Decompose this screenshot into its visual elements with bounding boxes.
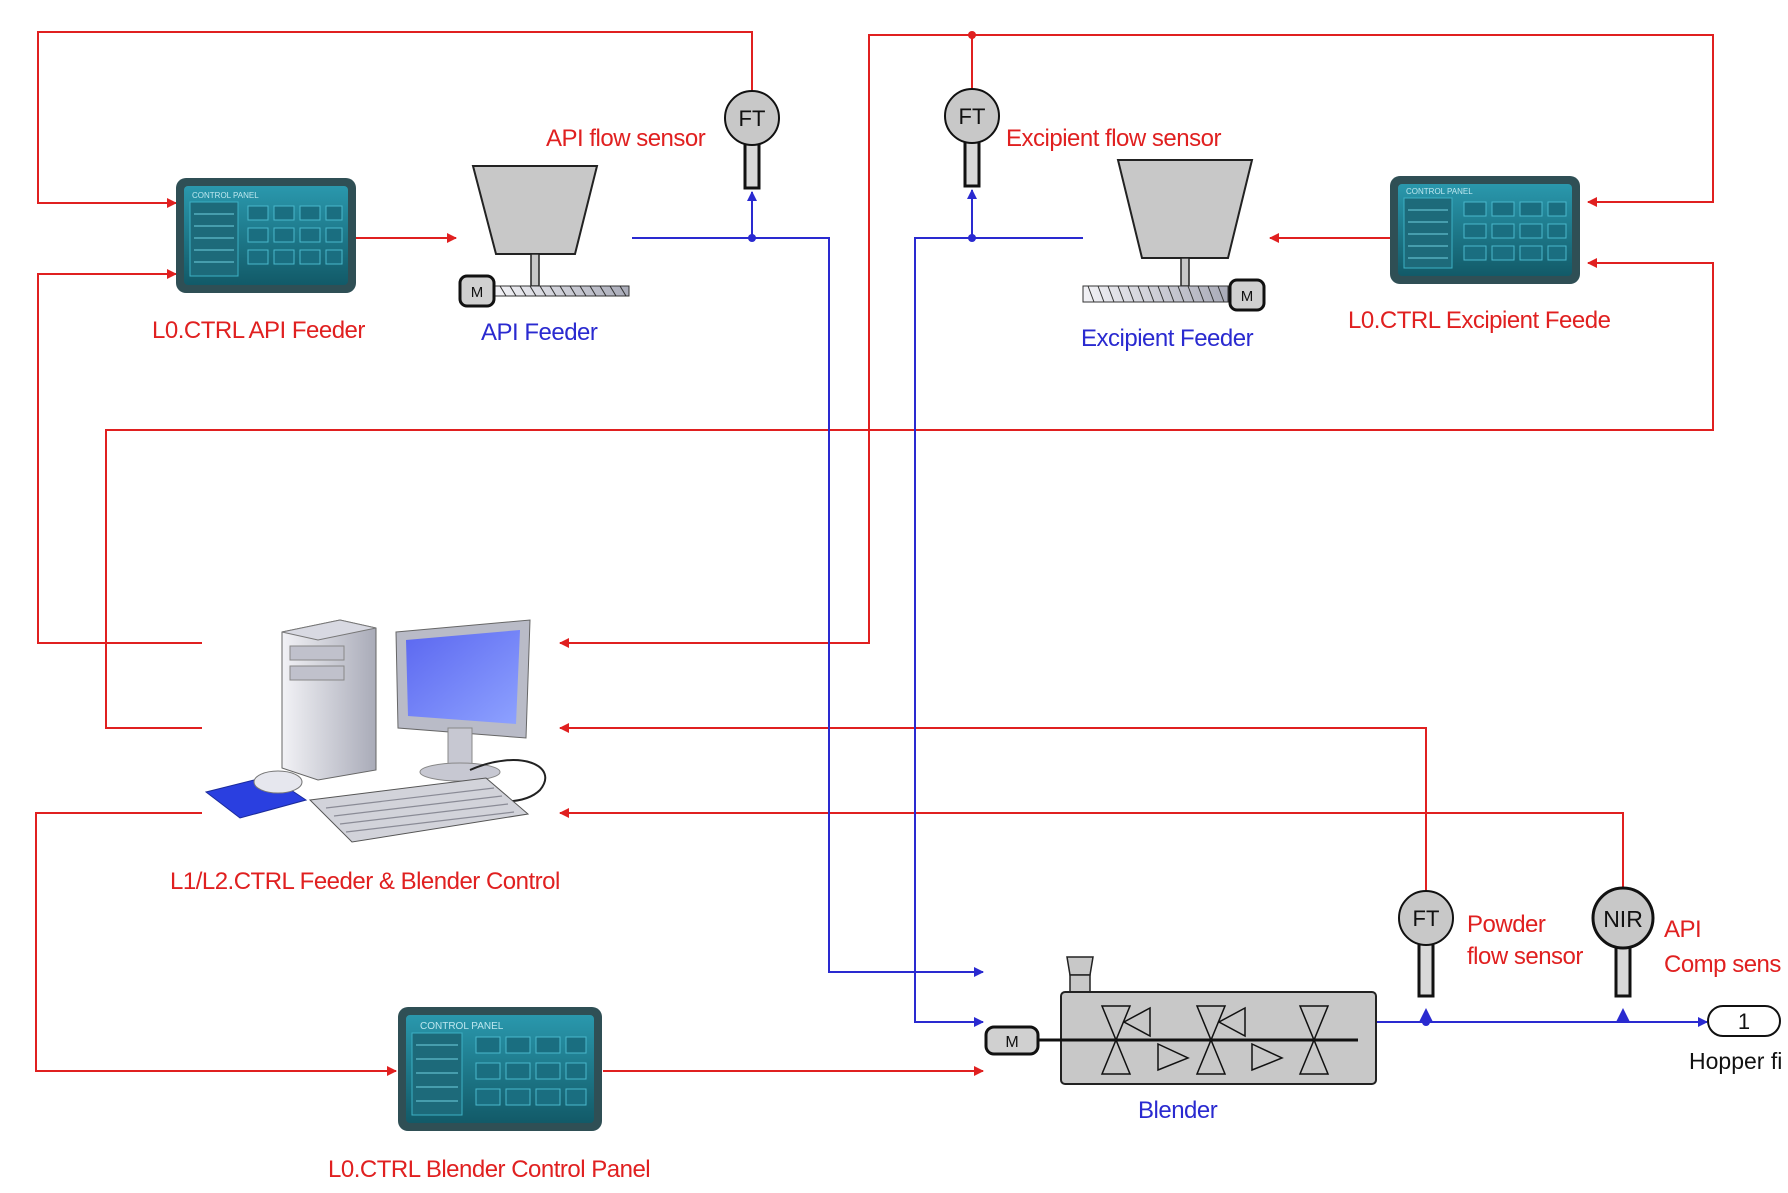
flow-transmitter-icon (944, 88, 1000, 144)
signal-supervisory-to-exc-ctrl (105, 258, 1714, 729)
label-api-feeder: API Feeder (481, 319, 598, 346)
output-port-hopper[interactable]: 1 (1707, 1005, 1781, 1037)
desktop-computer-icon (281, 619, 377, 781)
api-feeder-control-panel[interactable]: CONTROL PANEL (176, 178, 356, 293)
signal-junction-excipient (968, 31, 976, 39)
label-powder-flow-sensor-1: Powder (1467, 911, 1546, 938)
label-api-flow-sensor: API flow sensor (546, 125, 706, 152)
material-tap-powder-sensor (1419, 1008, 1433, 1022)
signal-excipient-flow-to-exc-ctrl (971, 34, 1714, 207)
motor-icon (984, 1025, 1040, 1056)
blender-inlet-icon (1066, 956, 1094, 976)
label-api-feeder-ctrl: L0.CTRL API Feeder (152, 317, 365, 344)
feeder-screw-icon (1082, 285, 1229, 303)
output-port-number: 1 (1738, 1009, 1750, 1034)
excipient-feeder[interactable]: M (1082, 159, 1266, 312)
label-api-comp-sensor-1: API (1664, 916, 1701, 943)
excipient-flow-sensor[interactable]: FT (944, 88, 1000, 188)
signal-api-flow-to-api-ctrl (37, 31, 753, 208)
flow-transmitter-icon (724, 90, 780, 146)
label-excipient-flow-sensor: Excipient flow sensor (1006, 125, 1221, 152)
label-supervisory-ctrl: L1/L2.CTRL Feeder & Blender Control (170, 868, 560, 895)
output-port-icon (1707, 1005, 1781, 1037)
feeder-hopper-icon (471, 165, 599, 255)
ft-symbol: FT (959, 104, 986, 129)
signal-powder-flow-to-supervisory (559, 723, 1427, 907)
api-composition-sensor[interactable]: NIR (1591, 886, 1655, 998)
blender[interactable]: M (984, 956, 1377, 1085)
label-excipient-feeder: Excipient Feeder (1081, 325, 1254, 352)
feeder-hopper-icon (1116, 159, 1254, 259)
motor-symbol: M (471, 284, 484, 301)
panel-header-label: CONTROL PANEL (192, 191, 259, 200)
signal-supervisory-to-api-ctrl (37, 269, 202, 644)
label-hopper: Hopper fi (1689, 1048, 1782, 1074)
motor-symbol: M (1005, 1034, 1018, 1051)
nir-symbol: NIR (1603, 906, 1643, 932)
label-api-comp-sensor-2: Comp sens (1664, 951, 1781, 978)
label-blender-ctrl: L0.CTRL Blender Control Panel (328, 1156, 650, 1183)
api-feeder[interactable]: M (458, 165, 630, 308)
material-junction-excipient (968, 234, 976, 242)
material-excipient-feeder-to-blender (914, 237, 1083, 1027)
material-tap-nir-sensor (1616, 1008, 1630, 1022)
ft-symbol: FT (739, 106, 766, 131)
signal-lines (35, 31, 1714, 1076)
api-flow-sensor[interactable]: FT (724, 90, 780, 190)
signal-nir-to-supervisory (559, 808, 1624, 907)
motor-symbol: M (1241, 288, 1254, 305)
material-lines (632, 189, 1708, 1027)
label-blender: Blender (1138, 1097, 1218, 1124)
monitor-screen (406, 630, 520, 724)
powder-flow-sensor[interactable]: FT (1398, 890, 1454, 998)
panel-header-label: CONTROL PANEL (420, 1021, 504, 1032)
motor-icon (458, 274, 496, 308)
supervisory-computer[interactable] (204, 619, 547, 843)
blender-control-panel[interactable]: CONTROL PANEL (398, 1007, 602, 1131)
signal-supervisory-to-blender-ctrl (35, 812, 397, 1076)
label-powder-flow-sensor-2: flow sensor (1467, 943, 1583, 970)
label-excipient-feeder-ctrl: L0.CTRL Excipient Feede (1348, 307, 1611, 334)
signal-excipient-flow-to-supervisory (559, 34, 972, 648)
panel-header-label: CONTROL PANEL (1406, 187, 1473, 196)
nir-analyzer-icon (1591, 886, 1655, 950)
flow-transmitter-icon (1398, 890, 1454, 946)
mouse-icon (253, 770, 303, 794)
excipient-feeder-control-panel[interactable]: CONTROL PANEL (1390, 176, 1580, 284)
twin-screw-blender-icon (1060, 991, 1377, 1085)
ft-symbol: FT (1413, 906, 1440, 931)
material-junction-powder (1422, 1018, 1430, 1026)
motor-icon (1228, 278, 1266, 312)
material-junction-api (748, 234, 756, 242)
material-api-feeder-to-blender (632, 237, 984, 977)
keyboard-icon (308, 777, 530, 843)
